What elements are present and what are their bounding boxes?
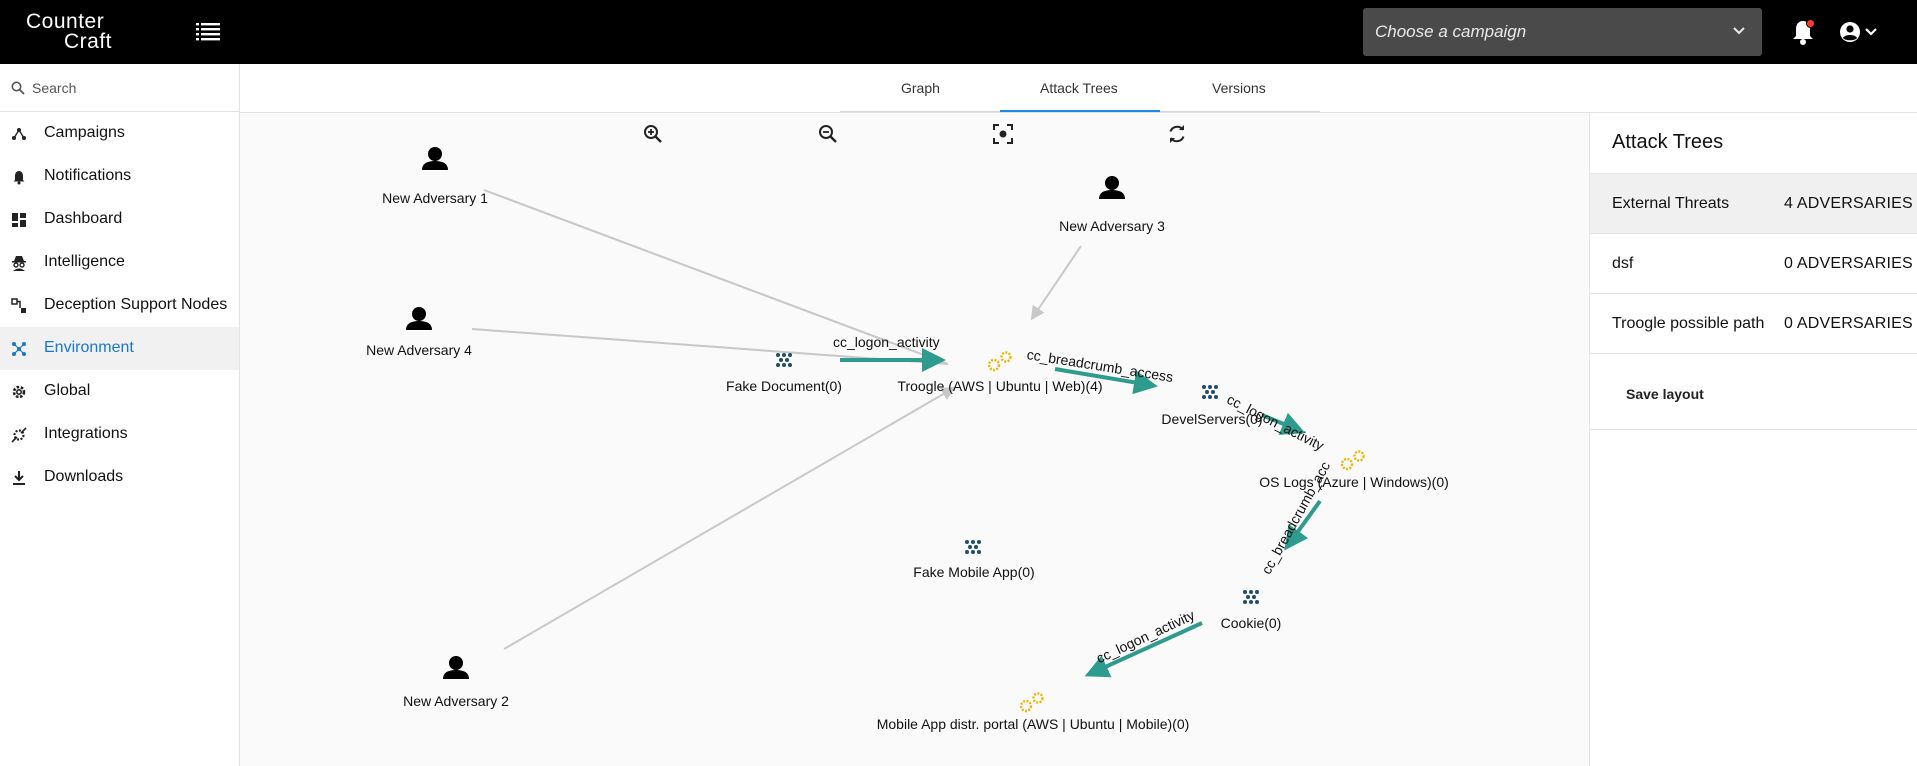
attack-tree-name: External Threats [1612,195,1730,212]
campaigns-icon [11,126,27,142]
adversary-3-icon[interactable] [1099,176,1125,199]
tab-versions[interactable]: Versions [1212,80,1266,96]
attack-tree-row-troogle-possible-path[interactable]: Troogle possible path 0 ADVERSARIES [1590,293,1917,353]
account-menu[interactable] [1838,20,1882,46]
breadcrumb-devel-servers-icon[interactable] [1202,385,1218,399]
panel-divider [1590,429,1917,430]
node-label-cookie: Cookie(0) [1220,615,1282,631]
service-oslogs-gears-icon[interactable] [1340,450,1365,471]
attack-trees-panel: Attack Trees External Threats 4 ADVERSAR… [1589,113,1917,766]
sidebar-item-label: Campaigns [44,124,125,141]
nodes-icon [11,298,27,314]
notifications-bell-icon[interactable] [1790,18,1816,46]
attack-tree-rows-divider [1590,353,1917,354]
sidebar-item-dashboard[interactable]: Dashboard [0,198,239,241]
zoom-out-icon[interactable] [816,122,840,146]
bell-icon [11,169,27,185]
logo-line1: Counter [26,10,105,33]
sidebar-item-environment[interactable]: Environment [0,327,239,370]
node-label-adversary-1: New Adversary 1 [382,190,488,206]
logo: Counter Craft [26,10,113,53]
breadcrumb-fake-document-icon[interactable] [776,353,792,367]
gear-icon [11,384,27,400]
adversary-4-icon[interactable] [406,307,432,330]
sidebar-item-label: Environment [44,339,134,356]
menu-icon[interactable] [196,22,220,42]
save-layout-button[interactable]: Save layout [1616,380,1714,408]
view-tabs: Graph Attack Trees Versions [240,64,1917,113]
tab-active-indicator [1000,110,1160,112]
node-label-adversary-2: New Adversary 2 [403,693,509,709]
search-input[interactable] [32,76,228,100]
sidebar-item-intelligence[interactable]: Intelligence [0,241,239,284]
adversary-2-icon[interactable] [443,656,469,679]
breadcrumb-fake-mobile-app-icon[interactable] [965,540,981,554]
attack-tree-graph [406,147,1365,713]
edge-cookie-portal [1084,621,1203,678]
breadcrumb-cookie-icon[interactable] [1243,590,1259,604]
service-troogle-gears-icon[interactable] [987,351,1012,372]
campaign-select-placeholder: Choose a campaign [1375,22,1527,41]
sidebar: CampaignsNotificationsDashboardIntellige… [0,64,240,766]
attack-trees-panel-title: Attack Trees [1612,131,1724,153]
sidebar-item-label: Deception Support Nodes [44,296,228,313]
graph-canvas[interactable]: New Adversary 1 New Adversary 4 New Adve… [240,113,1588,766]
logo-line2: Craft [64,30,113,53]
sidebar-item-label: Integrations [44,425,128,442]
refresh-icon[interactable] [1165,122,1189,146]
top-bar: Counter Craft Choose a campaign [0,0,1917,64]
attack-tree-adversary-count: 0 ADVERSARIES [1784,315,1913,332]
environment-icon [11,341,27,357]
edge-adv2-troogle [503,386,956,650]
edge-oslogs-cookie [1284,499,1322,551]
sidebar-item-label: Dashboard [44,210,123,227]
edge-label-fakedoc-troogle: cc_logon_activity [833,334,940,350]
spy-icon [11,255,27,271]
account-circle-icon [1840,22,1877,42]
node-label-devel-servers: DevelServers(0) [1161,411,1263,427]
attack-tree-row-dsf[interactable]: dsf 0 ADVERSARIES [1590,233,1917,293]
node-label-adversary-3: New Adversary 3 [1059,218,1165,234]
fit-view-icon[interactable] [991,122,1015,146]
sidebar-item-label: Downloads [44,468,124,485]
attack-tree-name: Troogle possible path [1612,315,1765,332]
sidebar-item-label: Notifications [44,167,132,184]
edge-devel-oslogs [1261,412,1306,435]
attack-tree-name: dsf [1612,255,1634,272]
sidebar-item-integrations[interactable]: Integrations [0,413,239,456]
sidebar-item-label: Global [44,382,91,399]
service-mobile-portal-gears-icon[interactable] [1019,692,1044,713]
download-icon [11,470,27,486]
sidebar-item-label: Intelligence [44,253,125,270]
edge-troogle-devel [1054,367,1158,395]
sidebar-item-downloads[interactable]: Downloads [0,456,239,499]
zoom-in-icon[interactable] [641,122,665,146]
node-label-troogle: Troogle (AWS | Ubuntu | Web)(4) [897,378,1103,394]
tab-graph[interactable]: Graph [901,80,940,96]
sidebar-item-global[interactable]: Global [0,370,239,413]
search-icon [11,81,25,95]
integrations-icon [11,427,27,443]
edge-adv1-troogle [483,189,949,365]
tab-attack-trees[interactable]: Attack Trees [1040,80,1118,96]
node-label-fake-mobile-app: Fake Mobile App(0) [913,564,1035,580]
sidebar-item-campaigns[interactable]: Campaigns [0,112,239,155]
node-label-mobile-portal: Mobile App distr. portal (AWS | Ubuntu |… [876,716,1190,732]
node-label-fake-document: Fake Document(0) [726,378,842,394]
node-label-adversary-4: New Adversary 4 [366,342,472,358]
adversary-1-icon[interactable] [422,147,448,170]
sidebar-item-deception-support-nodes[interactable]: Deception Support Nodes [0,284,239,327]
attack-tree-row-external-threats[interactable]: External Threats 4 ADVERSARIES [1590,173,1917,233]
edge-adv3-troogle [1030,245,1082,321]
chevron-down-icon [1733,27,1745,35]
attack-tree-adversary-count: 4 ADVERSARIES [1784,195,1913,212]
sidebar-search [0,64,239,112]
node-label-os-logs: OS Logs (Azure | Windows)(0) [1259,474,1449,490]
notification-badge [1806,19,1815,28]
campaign-select[interactable]: Choose a campaign [1363,8,1762,56]
attack-tree-adversary-count: 0 ADVERSARIES [1784,255,1913,272]
dashboard-icon [11,212,27,228]
sidebar-item-notifications[interactable]: Notifications [0,155,239,198]
